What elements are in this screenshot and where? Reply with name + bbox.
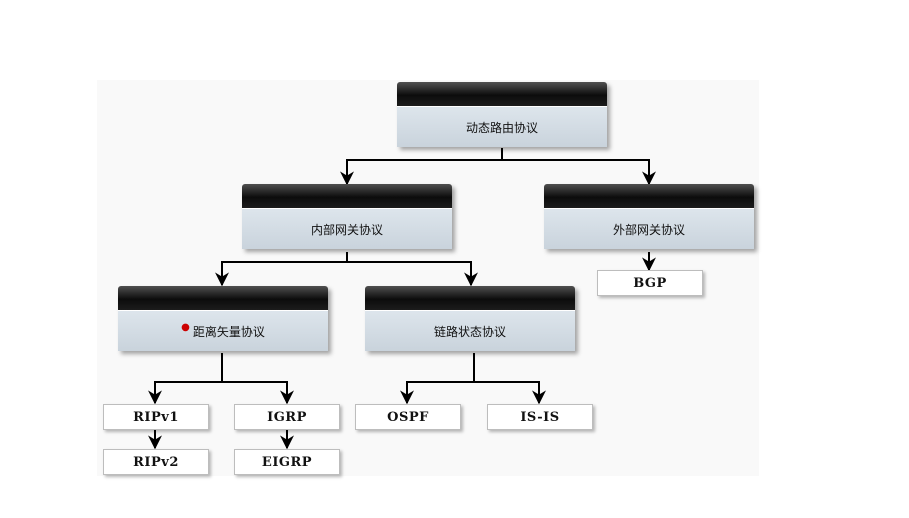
leaf-isis: IS-IS bbox=[487, 404, 593, 430]
leaf-label: BGP bbox=[633, 275, 667, 291]
leaf-label: IS-IS bbox=[520, 409, 560, 425]
leaf-label: EIGRP bbox=[261, 454, 313, 470]
connector-igp-ls bbox=[347, 261, 478, 287]
connector-root-egp bbox=[502, 159, 656, 186]
node-link-state-protocols: 链路状态协议 bbox=[365, 286, 575, 351]
leaf-ripv1: RIPv1 bbox=[103, 404, 209, 430]
connector-igp-dv bbox=[215, 252, 348, 287]
leaf-label: IGRP bbox=[267, 409, 307, 425]
node-distance-vector-protocols: ● 距离矢量协议 bbox=[118, 286, 328, 351]
node-dynamic-routing-protocols: 动态路由协议 bbox=[397, 82, 607, 147]
node-header-bar bbox=[397, 82, 607, 106]
connector-ls-isis bbox=[474, 381, 546, 405]
marker-dot: ● bbox=[181, 321, 190, 333]
leaf-label: OSPF bbox=[387, 409, 429, 425]
leaf-eigrp: EIGRP bbox=[234, 449, 340, 475]
connector-root-igp bbox=[340, 148, 503, 186]
node-header-bar bbox=[544, 184, 754, 208]
node-label: 链路状态协议 bbox=[433, 324, 506, 339]
node-label: 动态路由协议 bbox=[465, 120, 538, 135]
leaf-igrp: IGRP bbox=[234, 404, 340, 430]
node-header-bar bbox=[365, 286, 575, 310]
connector-dv-ripv1 bbox=[148, 353, 223, 405]
leaf-bgp: BGP bbox=[597, 270, 703, 296]
connector-ls-ospf bbox=[400, 353, 475, 405]
node-header-bar bbox=[118, 286, 328, 310]
node-header-bar bbox=[242, 184, 452, 208]
node-interior-gateway-protocols: 内部网关协议 bbox=[242, 184, 452, 249]
leaf-ospf: OSPF bbox=[355, 404, 461, 430]
node-label: 距离矢量协议 bbox=[192, 324, 265, 339]
node-label: 外部网关协议 bbox=[612, 222, 685, 237]
leaf-ripv2: RIPv2 bbox=[103, 449, 209, 475]
leaf-label: RIPv1 bbox=[133, 409, 179, 425]
leaf-label: RIPv2 bbox=[133, 454, 179, 470]
node-exterior-gateway-protocols: 外部网关协议 bbox=[544, 184, 754, 249]
node-label: 内部网关协议 bbox=[310, 222, 383, 237]
connector-dv-igrp bbox=[222, 381, 294, 405]
